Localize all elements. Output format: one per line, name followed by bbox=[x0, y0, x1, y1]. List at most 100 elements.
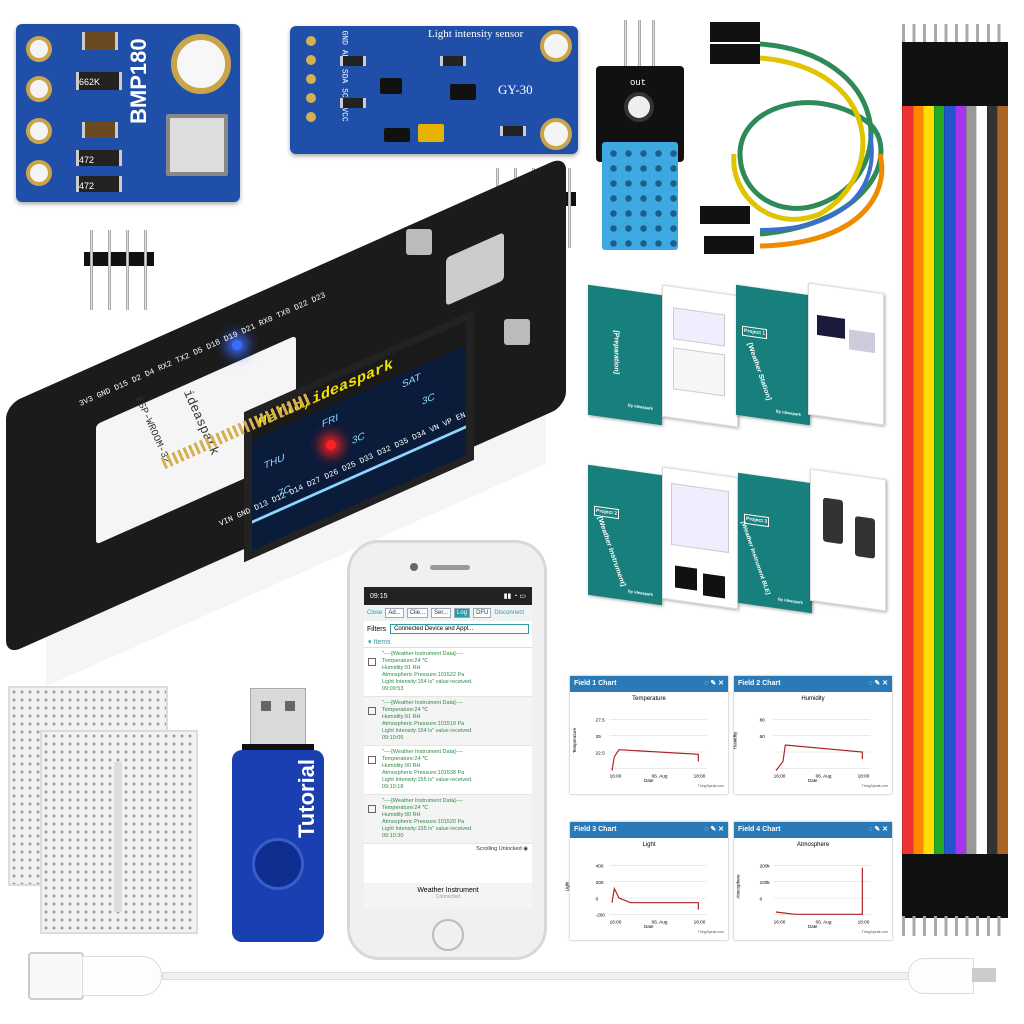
tab-dfu[interactable]: DFU bbox=[473, 608, 492, 618]
oled-day: FRI bbox=[322, 412, 339, 431]
log-list: "----[Weather Instrument Data]----Temper… bbox=[364, 648, 532, 844]
checkbox[interactable] bbox=[368, 805, 376, 813]
chart-footer: ThingSpeak.com bbox=[697, 930, 724, 934]
lock-icon[interactable]: ◉ bbox=[523, 846, 528, 852]
rainbow-ribbon-cable bbox=[902, 24, 1008, 936]
chart-y-tick: 400 bbox=[596, 864, 604, 869]
signal-icon: ▮▮ ◔ ▭ bbox=[503, 593, 526, 600]
chart-toolbar-icons[interactable]: ◌ ✎ ✕ bbox=[868, 826, 888, 833]
chart-xlabel: Date bbox=[808, 778, 818, 783]
tutorial-page bbox=[808, 282, 884, 426]
status-time: 09:15 bbox=[370, 592, 388, 600]
smartphone: 09:15 ▮▮ ◔ ▭ Close Ad... Clie... Ser... … bbox=[347, 540, 547, 960]
log-line: "----[Weather Instrument Data]---- bbox=[382, 651, 464, 657]
chart-header: Field 4 Chart◌ ✎ ✕ bbox=[734, 822, 892, 838]
filters-label: Filters bbox=[367, 625, 387, 633]
oled-day: THU bbox=[264, 452, 285, 473]
oled-day: SAT bbox=[402, 371, 421, 391]
log-line: 09:10:30 bbox=[382, 833, 404, 839]
log-line: Humidity:90 RH bbox=[382, 763, 421, 769]
usb-flash-drive: Tutorial bbox=[232, 688, 324, 944]
log-line: "----[Weather Instrument Data]---- bbox=[382, 700, 464, 706]
log-line: Light Intensity:155 lx" value received. bbox=[382, 826, 473, 832]
tutorial-page bbox=[662, 284, 738, 428]
chart-xlabel: Date bbox=[644, 924, 654, 929]
log-entry[interactable]: "----[Weather Instrument Data]----Temper… bbox=[364, 648, 532, 697]
chart-y-tick: 22.5 bbox=[596, 750, 605, 755]
checkbox[interactable] bbox=[368, 707, 376, 715]
chart-series-line bbox=[775, 867, 863, 915]
tutorial-page: Project 1 [Weather Station] By ideaspark bbox=[736, 284, 810, 426]
chart-toolbar-icons[interactable]: ◌ ✎ ✕ bbox=[704, 826, 724, 833]
chart-header-title: Field 1 Chart bbox=[574, 680, 617, 687]
tab-client[interactable]: Clie... bbox=[406, 608, 429, 618]
chart-y-tick: 60 bbox=[760, 734, 766, 739]
usb-cable bbox=[28, 946, 998, 1008]
chart-toolbar-icons[interactable]: ◌ ✎ ✕ bbox=[704, 680, 724, 687]
chart-y-tick: 25 bbox=[596, 734, 602, 739]
log-line: Humidity:90 RH bbox=[382, 812, 421, 818]
tutorial-page: [Preparation] By ideaspark bbox=[588, 284, 662, 426]
log-line: Light Intensity:154 lx" value received. bbox=[382, 728, 473, 734]
chevron-down-icon: ▾ bbox=[368, 639, 372, 646]
log-entry[interactable]: "----[Weather Instrument Data]----Temper… bbox=[364, 795, 532, 844]
checkbox[interactable] bbox=[368, 756, 376, 764]
home-button[interactable] bbox=[432, 919, 464, 951]
log-line: Atmospheric Pressure:101519 Pa bbox=[382, 721, 465, 727]
chart-title: Temperature bbox=[632, 696, 666, 702]
tab-advertiser[interactable]: Ad... bbox=[385, 608, 404, 618]
chart-x-tick: 16:00 bbox=[774, 774, 786, 779]
checkbox[interactable] bbox=[368, 658, 376, 666]
tab-server[interactable]: Ser... bbox=[431, 608, 452, 618]
chart-x-tick: 06. Aug bbox=[816, 920, 832, 925]
chart-y-tick: 200 bbox=[596, 880, 604, 885]
oled-temp: 3C bbox=[352, 430, 365, 448]
chart-toolbar-icons[interactable]: ◌ ✎ ✕ bbox=[868, 680, 888, 687]
log-line: Humidity:91 RH bbox=[382, 714, 421, 720]
chart-xlabel: Date bbox=[808, 924, 818, 929]
log-line: "----[Weather Instrument Data]---- bbox=[382, 798, 464, 804]
chart-x-tick: 06. Aug bbox=[816, 774, 832, 779]
log-line: 09:10:18 bbox=[382, 784, 404, 790]
filter-select[interactable]: Connected Device and Appl... bbox=[390, 624, 529, 634]
chart-x-tick: 18:00 bbox=[694, 774, 706, 779]
chart-ylabel: Atmosphere bbox=[735, 874, 741, 899]
chart-y-tick: 100k bbox=[760, 880, 771, 885]
log-line: Temperature:24 ℃ bbox=[382, 707, 429, 713]
log-line: Humidity:91 RH bbox=[382, 665, 421, 671]
chart-y-tick: 200k bbox=[760, 864, 771, 869]
chart-series-line bbox=[775, 744, 863, 772]
status-bar: 09:15 ▮▮ ◔ ▭ bbox=[364, 587, 532, 605]
log-entry[interactable]: "----[Weather Instrument Data]----Temper… bbox=[364, 746, 532, 795]
tutorial-page bbox=[662, 466, 738, 610]
chart-x-tick: 18:00 bbox=[858, 774, 870, 779]
log-line: Atmospheric Pressure:101522 Pa bbox=[382, 672, 465, 678]
log-line: Atmospheric Pressure:101538 Pa bbox=[382, 770, 465, 776]
log-line: Temperature:24 ℃ bbox=[382, 805, 429, 811]
chart-x-tick: 06. Aug bbox=[652, 774, 668, 779]
tutorial-page bbox=[810, 468, 886, 612]
chart-header: Field 2 Chart◌ ✎ ✕ bbox=[734, 676, 892, 692]
bmp180-label: BMP180 bbox=[126, 38, 151, 124]
disconnect-button[interactable]: Disconnect bbox=[494, 610, 525, 616]
tab-log[interactable]: Log bbox=[454, 608, 471, 618]
chart-title: Atmosphere bbox=[796, 842, 830, 848]
bmp180-chip bbox=[166, 114, 228, 176]
chart-x-tick: 16:00 bbox=[610, 920, 622, 925]
close-button[interactable]: Close bbox=[367, 610, 383, 616]
bmp180-sensor-board: BMP180 662K 472 472 bbox=[16, 24, 240, 202]
log-line: Temperature:24 ℃ bbox=[382, 658, 429, 664]
tutorial-page: Project 3 [Weather Instrument BLE] By id… bbox=[738, 472, 812, 614]
chart-y-tick: 80 bbox=[760, 718, 766, 723]
chart-y-tick: 0 bbox=[760, 896, 763, 901]
tutorial-page: Project 2 [Weather Instrument] By ideasp… bbox=[588, 464, 662, 606]
chart-plot: 80 60 16:00 06. Aug 18:00 bbox=[760, 718, 871, 779]
chart-ylabel: Light bbox=[564, 881, 570, 892]
log-entry[interactable]: "----[Weather Instrument Data]----Temper… bbox=[364, 697, 532, 746]
resistor: 662K bbox=[76, 72, 122, 90]
